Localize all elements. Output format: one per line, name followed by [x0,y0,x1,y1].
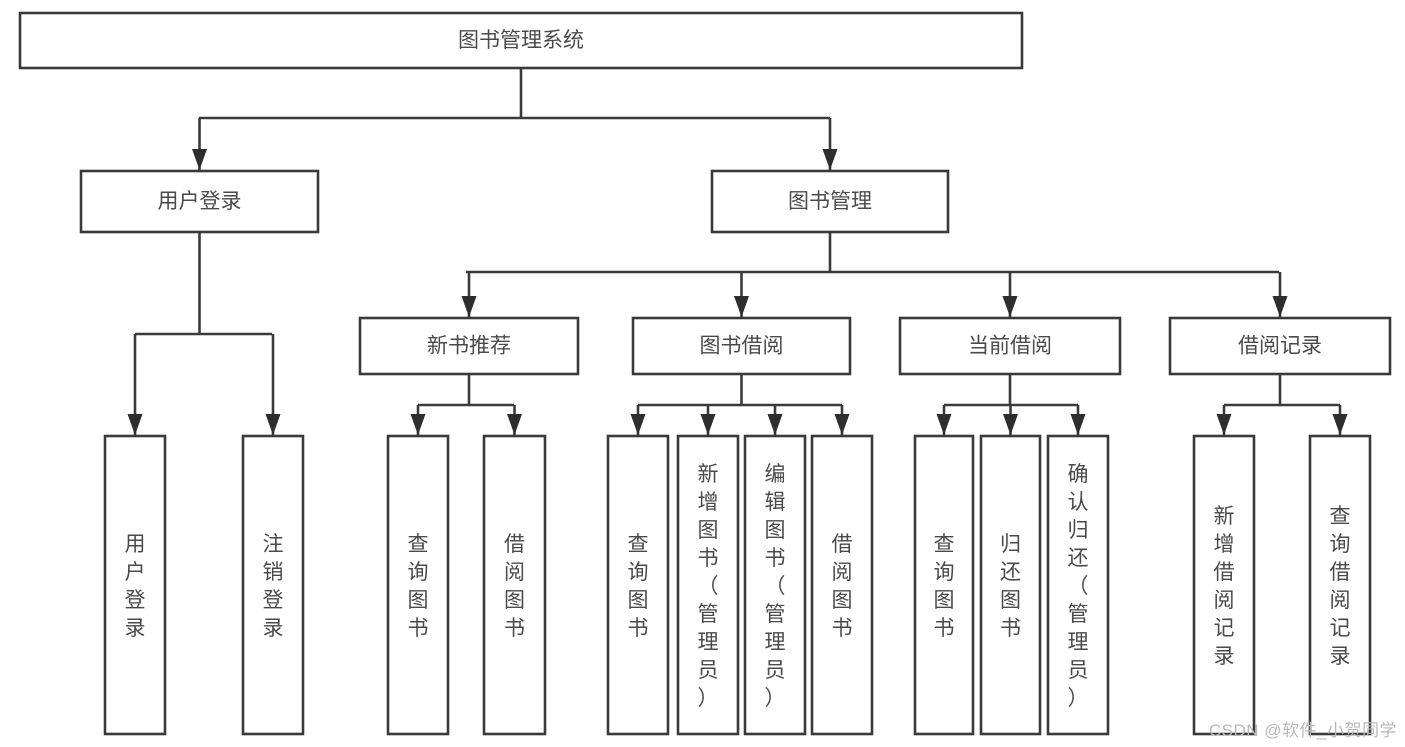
arrow-head [1003,414,1018,435]
node-box[interactable] [358,316,580,376]
node-box[interactable] [676,434,740,736]
node-label: 查询借阅记录 [1330,505,1351,668]
node-leaf-borrow-book-1[interactable]: 借阅图书 [482,434,547,736]
node-box[interactable] [241,434,305,736]
node-leaf-confirm-return[interactable]: 确认归还（管理员） [1046,434,1110,736]
arrow-head [1216,414,1232,435]
node-leaf-logout[interactable]: 注销登录 [241,434,305,736]
node-current-borrow[interactable]: 当前借阅 [898,316,1122,376]
node-box[interactable] [606,434,670,736]
node-book-manage[interactable]: 图书管理 [710,169,950,234]
node-box[interactable] [979,434,1042,736]
arrow-head [1332,414,1348,435]
node-box[interactable] [810,434,874,736]
edge-group-root [192,68,838,170]
arrow-head [461,296,477,317]
edge-group-borrow-record [1216,374,1348,435]
arrow-head [734,296,749,317]
node-box[interactable] [743,434,807,736]
node-label: 用户登录 [158,190,242,213]
arrow-head [822,149,838,170]
node-leaf-return-book[interactable]: 归还图书 [979,434,1042,736]
arrow-head [507,414,522,435]
node-label: 新增图书（管理员） [698,463,719,710]
node-label: 新书推荐 [427,335,511,358]
arrow-head [630,414,646,435]
node-box[interactable] [1308,434,1372,736]
node-leaf-add-record[interactable]: 新增借阅记录 [1192,434,1256,736]
node-user-login[interactable]: 用户登录 [79,169,320,234]
arrow-head [1070,414,1086,435]
arrow-head [192,149,207,170]
arrow-head [767,414,783,435]
node-box[interactable] [1168,316,1392,376]
arrow-head [1002,296,1018,317]
node-label: 查询图书 [408,533,429,640]
node-leaf-borrow-book-2[interactable]: 借阅图书 [810,434,874,736]
node-leaf-query-book-1[interactable]: 查询图书 [386,434,450,736]
node-box[interactable] [1192,434,1256,736]
node-box[interactable] [103,434,167,736]
node-box[interactable] [482,434,547,736]
node-book-borrow[interactable]: 图书借阅 [631,316,852,376]
arrow-head [127,414,143,435]
node-label: 图书管理 [788,190,872,213]
node-label: 归还图书 [1000,533,1021,640]
node-label: 编辑图书（管理员） [765,463,786,710]
node-box[interactable] [1046,434,1110,736]
node-label: 当前借阅 [968,335,1052,358]
node-box[interactable] [710,169,950,234]
edge-group-new-book-rec [410,374,522,435]
arrow-head [936,414,952,435]
arrow-head [265,414,281,435]
node-label: 借阅图书 [832,533,853,640]
nodes-layer: 图书管理系统用户登录图书管理新书推荐图书借阅当前借阅借阅记录用户登录注销登录查询… [18,11,1392,736]
node-new-book-rec[interactable]: 新书推荐 [358,316,580,376]
edge-group-book-borrow [630,374,850,435]
node-box[interactable] [386,434,450,736]
node-box[interactable] [631,316,852,376]
node-box[interactable] [79,169,320,234]
node-box[interactable] [18,11,1024,70]
connectors-layer [127,68,1348,435]
node-box[interactable] [913,434,975,736]
arrow-head [700,414,716,435]
node-label: 图书借阅 [700,335,784,358]
node-leaf-add-book[interactable]: 新增图书（管理员） [676,434,740,736]
node-label: 用户登录 [125,533,146,640]
node-label: 新增借阅记录 [1214,505,1235,668]
node-leaf-edit-book[interactable]: 编辑图书（管理员） [743,434,807,736]
node-leaf-query-book-3[interactable]: 查询图书 [913,434,975,736]
edge-group-current-borrow [936,374,1086,435]
node-label: 查询图书 [628,533,649,640]
node-label: 借阅图书 [504,533,525,640]
node-label: 确认归还（管理员） [1068,463,1089,710]
node-label: 借阅记录 [1238,335,1322,358]
arrow-head [410,414,426,435]
edge-group-user-login [127,232,281,435]
node-label: 图书管理系统 [458,29,584,52]
node-leaf-query-record[interactable]: 查询借阅记录 [1308,434,1372,736]
node-label: 注销登录 [263,533,284,640]
edge-group-book-manage [461,232,1288,317]
node-leaf-user-login[interactable]: 用户登录 [103,434,167,736]
node-box[interactable] [898,316,1122,376]
arrow-head [834,414,850,435]
node-leaf-query-book-2[interactable]: 查询图书 [606,434,670,736]
node-label: 查询图书 [934,533,955,640]
node-borrow-record[interactable]: 借阅记录 [1168,316,1392,376]
node-root[interactable]: 图书管理系统 [18,11,1024,70]
arrow-head [1272,296,1288,317]
